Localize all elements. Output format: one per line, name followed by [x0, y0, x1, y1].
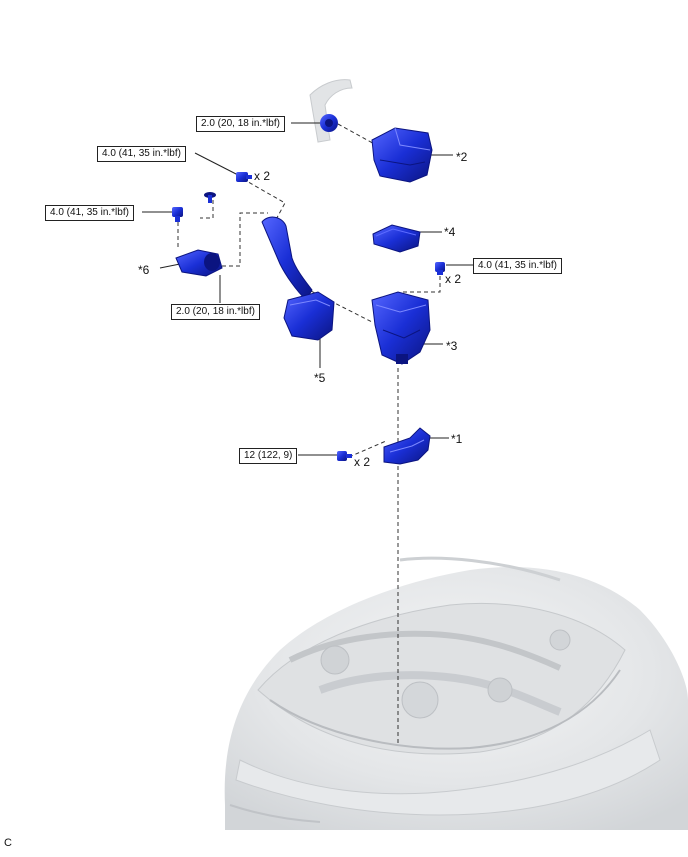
quantity-bracket-bolt: x 2: [354, 455, 371, 469]
quantity-duct-bolt: x 2: [254, 169, 271, 183]
callout-4: *4: [444, 225, 456, 239]
torque-label-hose-clamp: 2.0 (20, 18 in.*lbf): [196, 116, 285, 132]
corner-mark: C: [4, 837, 12, 849]
assembly-lines: [177, 123, 441, 745]
callout-1: *1: [451, 432, 463, 446]
air-hose-ghost: [309, 79, 353, 143]
quantity-case-bolt: x 2: [445, 272, 462, 286]
bracket-part: [383, 427, 431, 465]
bolt-icon: [236, 172, 252, 182]
torque-label-inlet-bolt: 4.0 (41, 35 in.*lbf): [45, 205, 134, 221]
air-cleaner-case-part: [371, 291, 431, 365]
filter-element-part: [372, 224, 421, 253]
air-cleaner-cap-part: [371, 127, 433, 183]
hose-clamp-icon: [320, 114, 338, 132]
callout-3: *3: [446, 339, 458, 353]
bolt-icon: [172, 207, 183, 222]
air-inlet-part: [175, 249, 223, 277]
clip-icon: [204, 192, 216, 203]
torque-label-duct-bolt: 4.0 (41, 35 in.*lbf): [97, 146, 186, 162]
torque-label-inlet-clamp: 2.0 (20, 18 in.*lbf): [171, 304, 260, 320]
torque-label-bracket-bolt: 12 (122, 9): [239, 448, 298, 464]
callout-6: *6: [138, 263, 150, 277]
torque-label-case-bolt: 4.0 (41, 35 in.*lbf): [473, 258, 562, 274]
callout-5: *5: [314, 371, 326, 385]
bolts: [172, 114, 445, 461]
vehicle-engine-bay-ghost: [224, 556, 688, 830]
bolt-icon: [435, 262, 445, 275]
intake-duct-part: [261, 216, 335, 341]
callout-2: *2: [456, 150, 468, 164]
bolt-icon: [337, 451, 352, 461]
